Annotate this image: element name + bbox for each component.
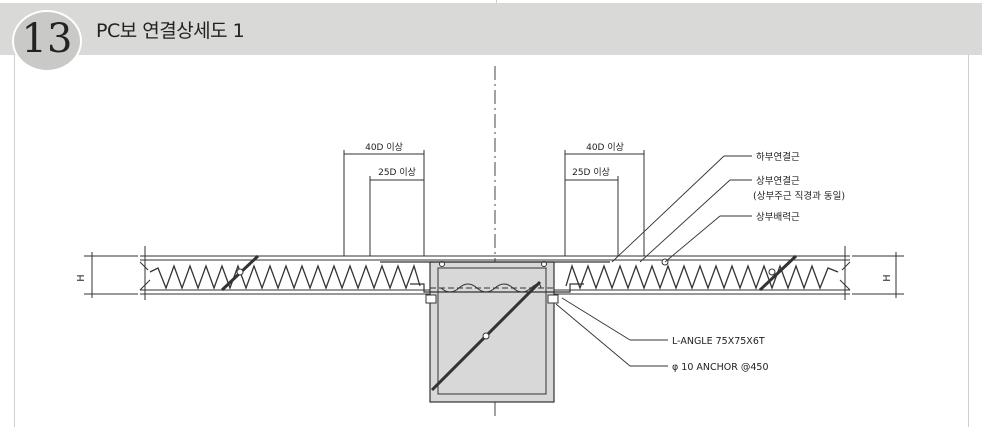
pc-beam: [429, 261, 555, 403]
l-angle-right: [547, 294, 559, 304]
frame-right-border: [968, 55, 969, 427]
dim-height-right: H: [882, 274, 893, 281]
section-number: 13: [21, 16, 73, 62]
dim-left-40d: 40D 이상: [365, 142, 403, 153]
dimension-left: [343, 150, 425, 256]
section-number-badge: [12, 10, 82, 72]
leader-lines: [555, 155, 752, 367]
truss-rebar-right: [565, 263, 839, 290]
callout-top-distribution: 상부배력근: [756, 211, 800, 223]
callout-upper-bar-note: (상부주근 직경과 동일): [753, 190, 845, 202]
truss-rebar-left: [149, 263, 421, 290]
height-dim-right: [852, 252, 904, 298]
callout-anchor: φ 10 ANCHOR @450: [672, 362, 769, 373]
top-divider: [496, 0, 497, 3]
callout-upper-bar: 상부연결근: [756, 176, 800, 187]
callout-angle: L-ANGLE 75X75X6T: [672, 336, 765, 347]
lower-connection-bar: [410, 283, 584, 293]
dim-height-left: H: [76, 274, 87, 281]
l-angle-left: [425, 294, 437, 304]
frame-left-border: [14, 55, 15, 427]
dimension-right: [564, 150, 645, 256]
dim-left-25d: 25D 이상: [378, 167, 416, 178]
header-bar: [0, 3, 982, 55]
section-title: PC보 연결상세도 1: [96, 20, 245, 42]
slab-outline: [139, 246, 851, 300]
dim-right-25d: 25D 이상: [572, 167, 610, 178]
dim-right-40d: 40D 이상: [586, 142, 624, 153]
callout-lower-bar: 하부연결근: [756, 151, 800, 163]
diagonal-bar-right: [758, 254, 798, 292]
height-dim-left: [84, 252, 138, 298]
